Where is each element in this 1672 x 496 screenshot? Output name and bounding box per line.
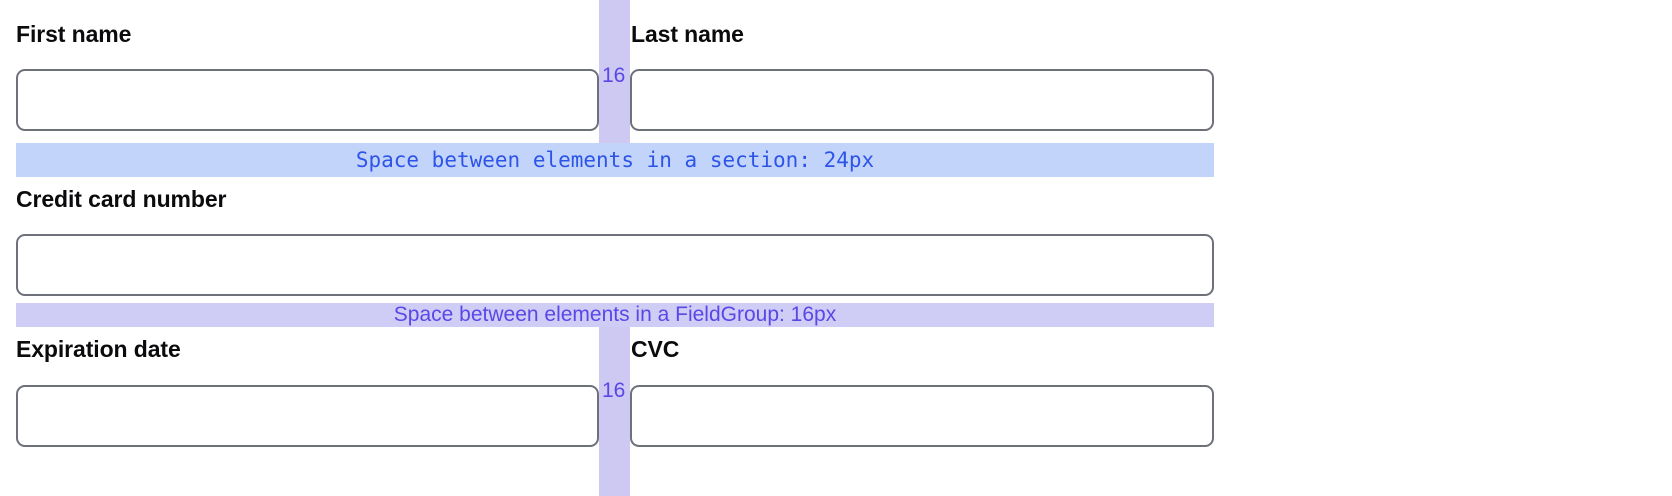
label-first-name: First name (16, 21, 132, 47)
label-cvc: CVC (631, 336, 680, 362)
column-gap-marker-expiry-row (599, 327, 630, 496)
annotation-band-fieldgroup-spacing: Space between elements in a FieldGroup: … (16, 303, 1214, 327)
annotation-band-fieldgroup-spacing-text: Space between elements in a FieldGroup: … (393, 303, 837, 326)
column-gap-label-expiry-row: 16 (602, 379, 626, 402)
input-credit-card-number[interactable] (16, 234, 1214, 296)
input-cvc[interactable] (630, 385, 1214, 447)
input-expiration-date[interactable] (16, 385, 599, 447)
annotation-band-section-spacing-text: Space between elements in a section: 24p… (355, 148, 875, 172)
label-credit-card-number: Credit card number (16, 186, 227, 212)
input-first-name[interactable] (16, 69, 599, 131)
label-expiration-date: Expiration date (16, 336, 181, 362)
column-gap-label-name-row: 16 (602, 64, 626, 87)
annotation-band-section-spacing: Space between elements in a section: 24p… (16, 143, 1214, 177)
label-last-name: Last name (631, 21, 744, 47)
input-last-name[interactable] (630, 69, 1214, 131)
column-gap-marker-name-row (599, 0, 630, 143)
